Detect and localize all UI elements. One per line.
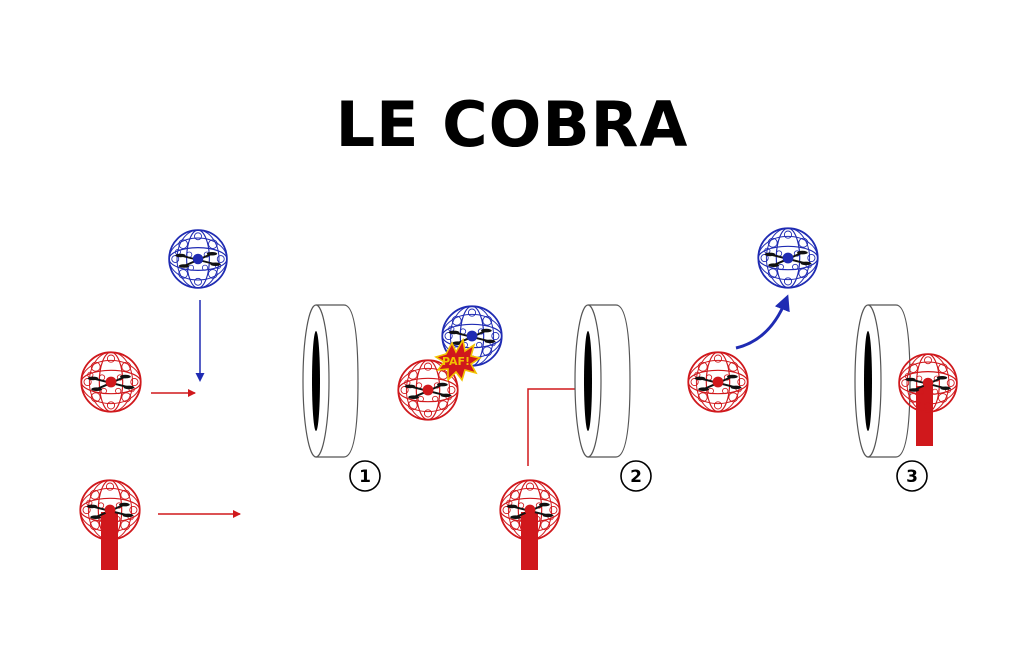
step-number-3: 3: [906, 467, 918, 487]
step-number-1: 1: [359, 467, 371, 487]
blue-drone-ball: [168, 229, 228, 289]
red-drone-ball: [687, 351, 749, 413]
ring-gate: [574, 304, 631, 458]
red-drone-ball: [80, 351, 142, 413]
impact-text: PAF!: [442, 355, 470, 368]
ring-gate: [302, 304, 359, 458]
panel-3: 3: [687, 227, 958, 492]
diagram-title: LE COBRA: [335, 88, 689, 161]
step-badge-2: 2: [620, 460, 652, 492]
ring-gate: [854, 304, 911, 458]
blue-drone-ball: [757, 227, 819, 289]
blue-escape-arrow: [735, 294, 790, 350]
impact-burst: PAF!: [434, 337, 483, 382]
step-badge-3: 3: [896, 460, 928, 492]
step-badge-1: 1: [349, 460, 381, 492]
red-cobra-drone: [79, 479, 141, 570]
step-number-2: 2: [630, 467, 642, 487]
panel-1: 1: [79, 229, 381, 570]
red-cobra-drone: [898, 353, 958, 446]
panel-2: PAF! 2: [397, 304, 652, 570]
red-cobra-drone: [499, 479, 561, 570]
